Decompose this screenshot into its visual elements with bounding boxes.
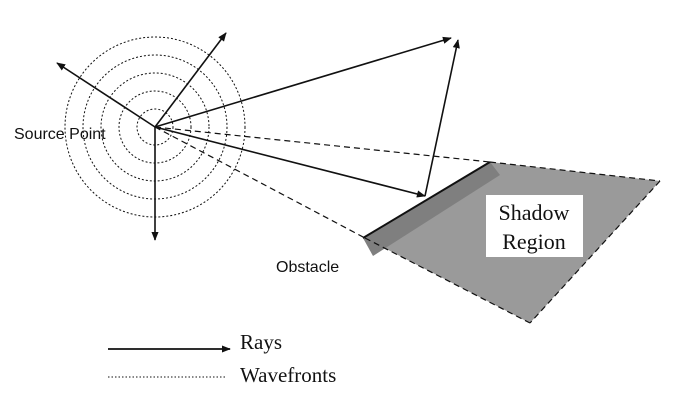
obstacle-label: Obstacle — [276, 259, 339, 276]
obstacle-shape — [363, 162, 500, 256]
legend: Rays Wavefronts — [108, 330, 336, 387]
source-point-label: Source Point — [14, 126, 106, 143]
legend-rays-label: Rays — [240, 330, 282, 354]
shadow-label-line2: Region — [502, 229, 566, 254]
shadow-label-line1: Shadow — [499, 200, 570, 225]
rays — [56, 32, 460, 241]
ray-upper-left — [56, 62, 156, 128]
ray-to-obstacle — [154, 126, 426, 198]
obstacle-edge — [362, 161, 491, 239]
ray-reflected — [424, 39, 460, 197]
ray-to-upper-right — [154, 36, 452, 128]
shadow-label-box — [486, 195, 583, 257]
ray-up — [154, 32, 227, 128]
legend-wavefronts-label: Wavefronts — [240, 363, 336, 387]
